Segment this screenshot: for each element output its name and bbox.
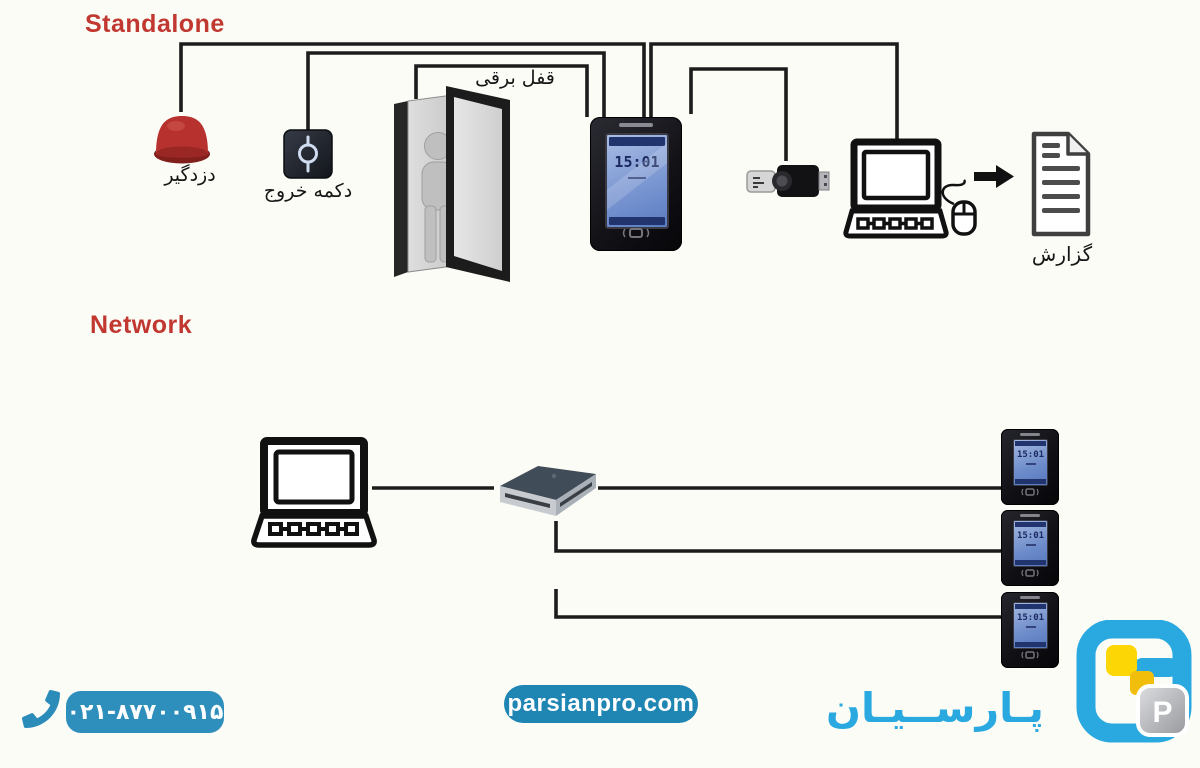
standalone-section-title: Standalone [85,10,225,38]
card-swipe-icon [1001,569,1059,577]
terminal-speaker-slot [1020,514,1040,517]
arrow-right-icon [974,165,1014,188]
card-swipe-icon [1001,651,1059,659]
network-terminal-1: 15:01 [1001,429,1059,505]
lcd-menubar [609,217,665,225]
usb-flash-icon [746,165,830,197]
exit-button-label: دکمه خروج [263,180,353,202]
lcd-time: 15:01 [1016,450,1045,460]
terminal-speaker-slot [1020,433,1040,436]
lcd-time: 15:01 [614,153,660,171]
phone-number: ۰۲۱-۸۷۷۰۰۹۱۵ [66,699,224,725]
lcd-menubar [1015,560,1046,565]
electric-lock-label: قفل برقی [475,67,555,89]
wire-terminal-to-laptop [649,42,899,142]
card-swipe-icon [590,227,682,239]
network-terminal-2: 15:01 [1001,510,1059,586]
parsian-logo-text: پـارســيـان [826,684,1044,732]
website-badge[interactable]: parsianpro.com [504,685,698,723]
alarm-label: دزدگیر [164,164,216,186]
lcd-time: 15:01 [1016,613,1045,623]
switch-icon [500,466,596,516]
wire-doorlock-to-terminal [414,64,589,117]
report-label: گزارش [1031,242,1093,266]
lcd-divider [628,177,646,179]
wire-alarm-to-terminal [179,42,646,117]
lcd-statusbar [1015,522,1046,527]
wire-exitbutton-to-terminal [306,51,606,130]
lcd-divider [1025,463,1036,465]
logo-letter: P [1152,696,1172,729]
website-url: parsianpro.com [507,690,695,717]
lcd-statusbar [609,137,665,146]
alarm-icon [154,116,210,164]
phone-number-badge[interactable]: ۰۲۱-۸۷۷۰۰۹۱۵ [66,691,224,733]
network-section-title: Network [90,311,193,339]
terminal-speaker-slot [1020,596,1040,599]
network-terminal-3: 15:01 [1001,592,1059,668]
laptop-icon [843,138,949,239]
lcd-statusbar [1015,441,1046,446]
lcd-divider [1025,544,1036,546]
phone-icon [22,690,60,728]
logo-yellow-square-1 [1106,645,1137,676]
report-icon [1031,131,1091,237]
door-icon [394,86,510,282]
access-terminal-icon: 15:01 [590,117,682,251]
lcd-menubar [1015,642,1046,647]
terminal-lcd-screen: 15:01 [1013,602,1048,649]
terminal-lcd-screen: 15:01 [605,133,669,229]
mouse-icon [941,179,977,236]
exit-button-icon [283,129,333,179]
parsian-logo-mark: P [1076,620,1192,743]
terminal-lcd-screen: 15:01 [1013,439,1048,486]
network-laptop-icon [251,437,377,548]
lcd-divider [1025,626,1036,628]
terminal-lcd-screen: 15:01 [1013,520,1048,567]
wire-switch-to-terminal3 [554,589,1001,619]
wire-terminal-to-usb [689,67,788,161]
lcd-statusbar [1015,604,1046,609]
wire-switch-to-terminal2 [554,521,1001,553]
logo-silver-square [1136,684,1189,737]
terminal-speaker-slot [619,123,653,127]
card-swipe-icon [1001,488,1059,496]
lcd-time: 15:01 [1016,531,1045,541]
lcd-menubar [1015,479,1046,484]
